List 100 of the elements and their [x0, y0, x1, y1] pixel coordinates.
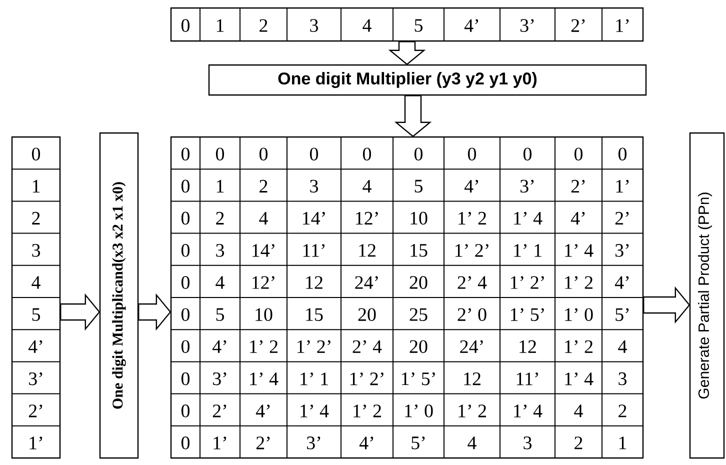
table-value: 4 [574, 404, 583, 418]
table-value: 0 [310, 148, 318, 160]
table-value: 0 [468, 148, 476, 160]
table-value: 1’ 2’ [510, 276, 544, 289]
table-value: 4 [259, 212, 268, 224]
table-value: 0 [181, 308, 190, 321]
table-value: 1’ 2’ [350, 372, 384, 386]
table-value: 4 [618, 340, 627, 353]
table-value: 1’ 0 [405, 404, 433, 418]
table-value: 12 [306, 276, 322, 289]
table-value: 2 [216, 212, 224, 224]
table-value: 3’ [520, 180, 534, 193]
table-value: 0 [181, 340, 190, 353]
table-value: 4’ [359, 436, 374, 450]
digit: 2 [260, 19, 268, 32]
table-value: 1’ 4 [514, 212, 542, 224]
table-value: 2’ [615, 212, 629, 224]
block-arrow [394, 95, 432, 138]
table-value: 3’ [616, 244, 629, 257]
digit-column [11, 136, 61, 459]
table-value: 0 [181, 148, 190, 160]
label: Generate Partial Product (PPn) [698, 192, 712, 399]
table-value: 0 [181, 180, 190, 193]
table-value: 1’ 1 [300, 372, 328, 386]
multiplicand-box [99, 132, 139, 459]
block-arrow [60, 293, 100, 331]
table-value: 3 [216, 244, 224, 257]
table-value: 1’ 5’ [402, 372, 435, 386]
table-value: 15 [410, 244, 428, 257]
table-value: 1’ 2 [250, 340, 278, 353]
table-value: 11’ [516, 372, 538, 386]
table-value: 1’ 2 [458, 404, 486, 418]
table-value: 1’ 5’ [510, 308, 544, 321]
digit-row [170, 7, 644, 42]
table-value: 12 [359, 244, 376, 257]
table-value: 1’ 1 [514, 244, 542, 257]
table-value: 24’ [460, 340, 483, 353]
digit: 4’ [28, 340, 42, 353]
digit: 0 [32, 148, 40, 160]
table-value: 4 [468, 436, 476, 450]
table-value: 5’ [616, 308, 629, 321]
table-value: 1 [619, 436, 626, 450]
table-value: 0 [216, 148, 224, 160]
digit: 2’ [571, 19, 585, 32]
table-value: 12’ [252, 276, 274, 289]
digit: 5 [414, 19, 422, 32]
table-value: 2’ [212, 404, 226, 418]
table-value: 1’ 2’ [297, 340, 330, 353]
table-value: 24’ [355, 276, 378, 289]
table-value: 4’ [570, 212, 585, 224]
table-value: 14’ [303, 212, 325, 224]
table-value: 2’ 4 [458, 276, 487, 289]
table-value: 4 [362, 180, 372, 192]
digit: 4 [362, 19, 372, 32]
table-value: 1’ 4 [565, 372, 594, 386]
table-value: 11’ [303, 244, 324, 257]
table-value: 3 [618, 372, 626, 386]
table-value: 12’ [356, 212, 378, 224]
digit: 1’ [30, 436, 42, 450]
table-value: 0 [181, 244, 190, 257]
table-value: 1’ 2’ [455, 244, 488, 257]
table-value: 1’ [616, 180, 629, 192]
table-value: 15 [306, 308, 323, 321]
table-value: 2 [574, 436, 582, 450]
table-value: 3 [310, 180, 318, 193]
table-value: 1 [216, 180, 224, 192]
table-value: 0 [181, 436, 190, 450]
block-arrow [643, 286, 690, 324]
table-value: 1’ 2 [354, 404, 381, 418]
table-value: 3’ [213, 372, 226, 386]
digit: 1 [216, 19, 224, 32]
table-value: 5 [414, 180, 422, 192]
table-value: 0 [259, 148, 268, 160]
table-value: 3 [524, 436, 532, 450]
table-value: 0 [181, 404, 190, 418]
digit: 3’ [520, 19, 534, 32]
table-value: 4’ [614, 276, 629, 289]
multiplier-box [208, 64, 647, 96]
digit: 1 [32, 180, 40, 192]
digit: 1’ [616, 19, 629, 32]
table-value: 0 [574, 148, 583, 160]
digit: 3’ [29, 372, 42, 386]
table-value: 1’ 4 [300, 404, 329, 418]
table-value: 2’ 4 [352, 340, 382, 353]
table-value: 1’ 0 [565, 308, 593, 321]
table-value: 4’ [256, 404, 270, 418]
table-value: 0 [618, 148, 627, 160]
digit: 2’ [28, 404, 42, 418]
table-value: 5 [216, 308, 224, 321]
table-value: 25 [410, 308, 428, 321]
table-value: 0 [181, 372, 190, 386]
block-arrow [138, 293, 172, 331]
digit: 3 [310, 19, 318, 32]
digit: 0 [181, 19, 190, 32]
table-value: 14’ [252, 244, 274, 257]
table-value: 2’ [256, 436, 270, 450]
label: One digit Multiplier (y3 y2 y1 y0) [278, 72, 537, 88]
table-value: 5’ [412, 436, 425, 450]
table-value: 0 [523, 148, 532, 160]
table-value: 2’ 0 [458, 308, 486, 321]
